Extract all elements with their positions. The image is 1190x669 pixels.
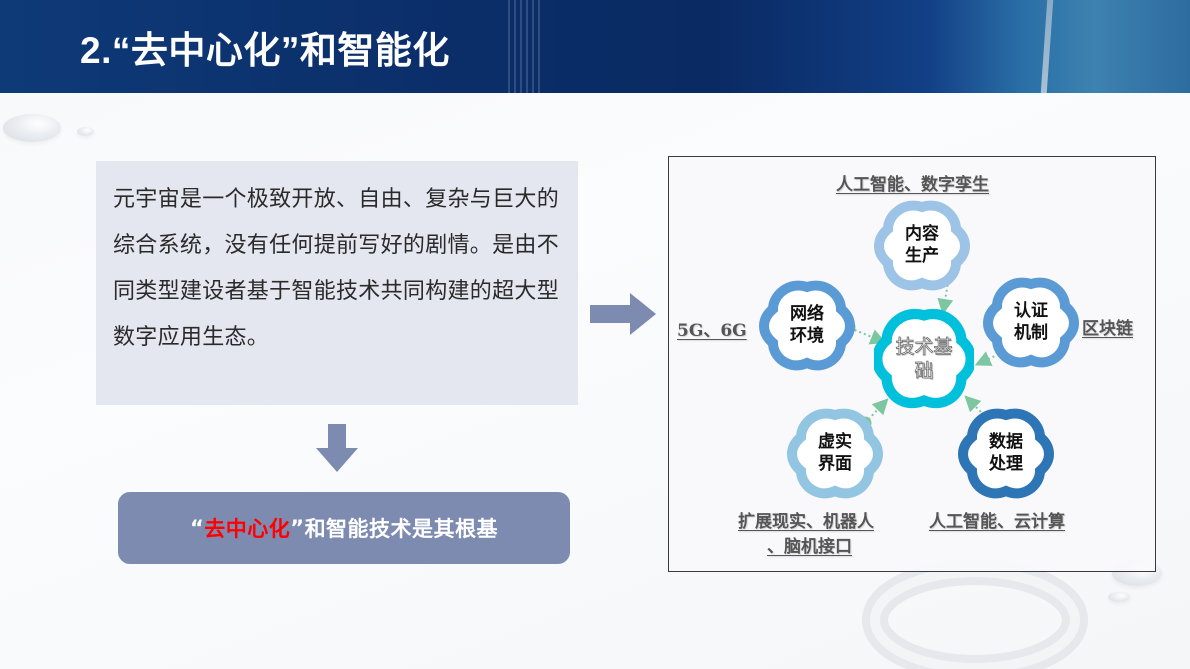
node-virtual-real-interface: 虚实 界面: [787, 405, 883, 501]
node-ring-icon: [787, 408, 883, 499]
node-network-line2: 环境: [790, 326, 824, 346]
node-ring-icon: [983, 277, 1079, 368]
header-decoration-glow: [1040, 0, 1054, 93]
label-auth-tech: 区块链: [1082, 319, 1133, 339]
page-title: 2.“去中心化”和智能化: [80, 30, 450, 71]
center-ring-icon: [872, 308, 976, 409]
node-network-environment: 网络 环境: [759, 277, 855, 373]
label-data-tech: 人工智能、云计算: [929, 512, 1065, 532]
conclusion-close-quote: ”: [290, 516, 305, 540]
node-network-line1: 网络: [790, 304, 824, 324]
node-content-production: 内容 生产: [874, 197, 970, 293]
arrow-right-icon: [590, 293, 656, 335]
node-ring-icon: [958, 408, 1054, 499]
header-decoration-bars: [508, 0, 544, 93]
conclusion-open-quote: “: [189, 516, 205, 540]
decorative-swirl-logo: [862, 560, 1088, 669]
arrow-down-icon: [316, 424, 358, 472]
decorative-droplet-large: [3, 114, 61, 142]
conclusion-banner: “ 去中心化 ” 和智能技术是其根基: [118, 492, 570, 564]
node-auth-line2: 机制: [1014, 323, 1048, 343]
center-line1: 技术基: [895, 336, 953, 359]
center-line2: 础: [914, 360, 934, 383]
node-data-line2: 处理: [989, 454, 1023, 474]
intro-text-box: 元宇宙是一个极致开放、自由、复杂与巨大的综合系统，没有任何提前写好的剧情。是由不…: [96, 161, 578, 405]
conclusion-rest: 和智能技术是其根基: [304, 517, 499, 541]
header-banner: 2.“去中心化”和智能化: [0, 0, 1190, 93]
label-interface-tech-line2: 、脑机接口: [767, 537, 852, 557]
decorative-droplet-bottom-right-small: [1108, 592, 1130, 602]
node-interface-line1: 虚实: [818, 432, 852, 452]
label-interface-tech-line1: 扩展现实、机器人: [738, 512, 874, 532]
node-ring-icon: [874, 200, 970, 291]
technology-foundation-diagram: 人工智能、数字孪生 内容 生产 5G、6G 网络 环境 认证 机制 区块链: [668, 156, 1156, 572]
conclusion-highlight: 去中心化: [204, 517, 291, 541]
node-interface-line2: 界面: [818, 454, 852, 474]
node-ring-icon: [759, 280, 855, 371]
node-content-line2: 生产: [905, 246, 939, 266]
intro-paragraph: 元宇宙是一个极致开放、自由、复杂与巨大的综合系统，没有任何提前写好的剧情。是由不…: [113, 187, 560, 350]
node-authentication-mechanism: 认证 机制: [983, 274, 1079, 370]
node-data-processing: 数据 处理: [958, 405, 1054, 501]
label-network-tech: 5G、6G: [677, 321, 747, 341]
node-technology-foundation: 技术基 础: [872, 305, 976, 413]
node-auth-line1: 认证: [1014, 301, 1048, 321]
node-data-line1: 数据: [989, 432, 1023, 452]
label-content-production-tech: 人工智能、数字孪生: [836, 175, 989, 195]
decorative-droplet-small: [77, 127, 94, 136]
node-content-line1: 内容: [905, 224, 939, 244]
